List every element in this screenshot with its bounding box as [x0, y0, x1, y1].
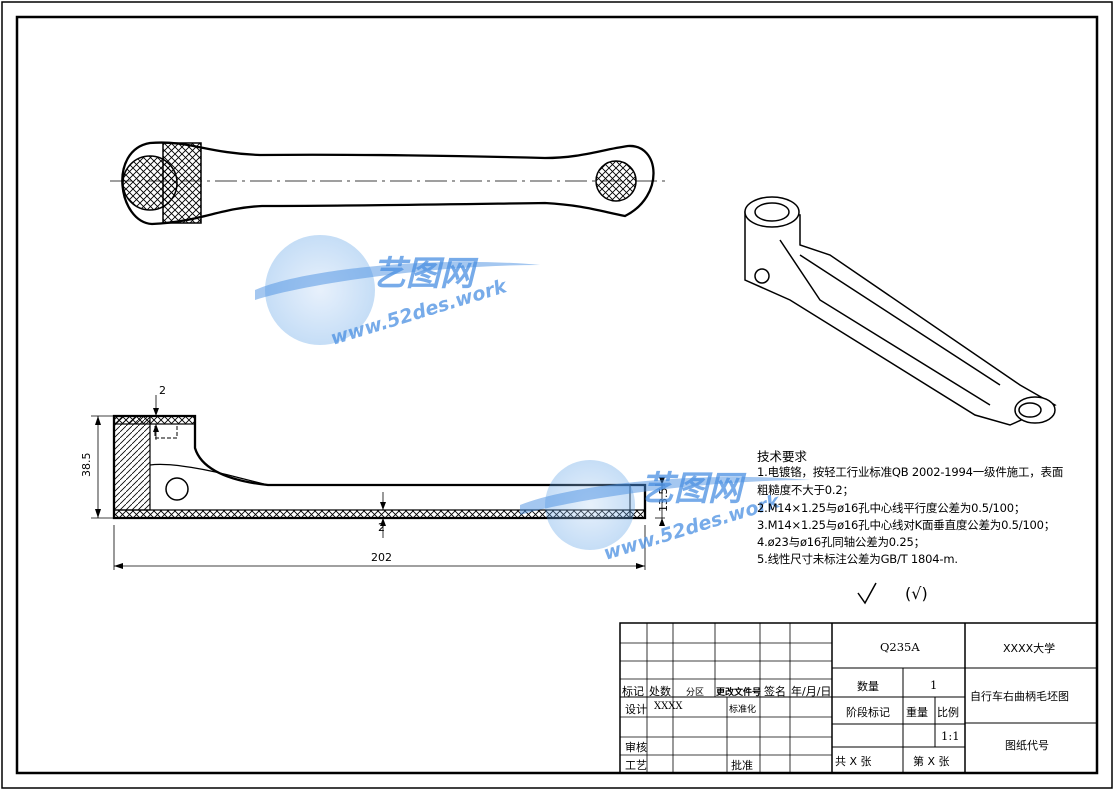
rev-header-sign: 签名: [764, 685, 786, 698]
note-4: 4.ø23与ø16孔同轴公差为0.25；: [757, 535, 925, 549]
material: Q235A: [880, 640, 920, 654]
drawing-no-label: 图纸代号: [1005, 739, 1049, 752]
roughness-note: (√): [905, 584, 928, 603]
isometric-view: [744, 196, 1057, 426]
note-2: 2.M14×1.25与ø16孔中心线平行度公差为0.5/100；: [757, 501, 1026, 515]
designer: XXXX: [654, 701, 683, 712]
dimension-arrows: [95, 408, 665, 569]
school: XXXX大学: [1003, 642, 1056, 655]
design-label: 设计: [625, 703, 647, 716]
watermark-1-name: 艺图网: [372, 254, 479, 294]
front-view-top-wall: [113, 415, 196, 425]
inner-border: [15, 15, 1099, 775]
qty-label: 数量: [857, 680, 879, 693]
std-label: 标准化: [729, 705, 757, 715]
rev-header-zone: 分区: [686, 688, 705, 698]
top-view: [110, 141, 668, 226]
roughness-symbol: [857, 582, 877, 605]
note-5: 5.线性尺寸未标注公差为GB/T 1804-m.: [757, 552, 958, 566]
approve-label: 批准: [731, 759, 753, 772]
note-1-cont: 粗糙度不大于0.2；: [757, 483, 854, 497]
watermark-2-name: 艺图网: [640, 469, 747, 509]
front-view-hole: [165, 477, 189, 501]
dim-length: 202: [371, 551, 392, 564]
rev-header-file: 更改文件号: [716, 688, 762, 698]
rev-header-mark: 标记: [622, 685, 644, 698]
total-sheets: 共 X 张: [835, 755, 872, 768]
rev-header-count: 处数: [649, 685, 671, 698]
front-view-bottom-wall: [113, 509, 646, 519]
dim-end: 13.5: [657, 488, 670, 513]
qty-value: 1: [930, 678, 938, 692]
left-hole-section: [122, 155, 178, 211]
front-view-hatch-left: [113, 415, 151, 511]
process-label: 工艺: [625, 759, 647, 772]
front-view: [112, 414, 647, 520]
dim-height: 38.5: [80, 453, 93, 478]
front-view-fillet: [149, 463, 269, 486]
title-block-grid: [619, 622, 1098, 774]
drawing-title: 自行车右曲柄毛坯图: [970, 690, 1069, 703]
notes-title: 技术要求: [757, 449, 808, 464]
note-1: 1.电镀铬，按轻工行业标准QB 2002-1994一级件施工，表面: [757, 465, 1064, 479]
stage-label: 阶段标记: [846, 706, 890, 719]
dim-top-wall: 2: [159, 384, 166, 397]
sheet-no: 第 X 张: [913, 755, 950, 768]
weight-label: 重量: [906, 706, 928, 719]
scale-label: 比例: [937, 706, 959, 719]
rev-header-date: 年/月/日: [791, 685, 832, 698]
scale-value: 1:1: [941, 729, 960, 743]
dim-bottom-wall: 2: [378, 521, 385, 534]
note-3: 3.M14×1.25与ø16孔中心线对K面垂直度公差为0.5/100；: [757, 518, 1056, 532]
watermark-1: 艺图网 www.52des.work: [255, 235, 540, 350]
top-view-outline: [121, 141, 655, 226]
review-label: 审核: [625, 741, 647, 754]
